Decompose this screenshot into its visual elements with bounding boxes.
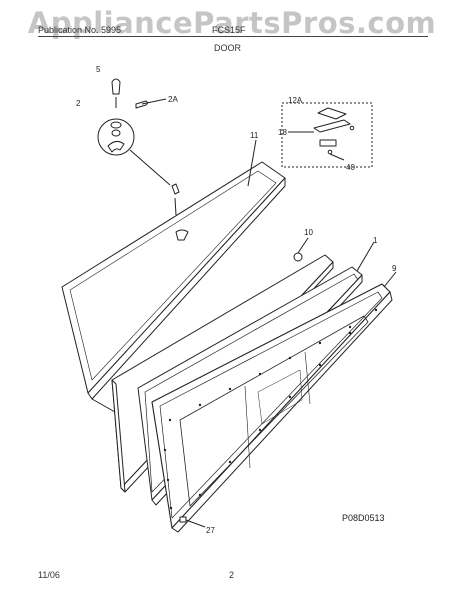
kit-12a-box <box>281 102 373 168</box>
callout-10: 10 <box>304 228 313 237</box>
callout-27: 27 <box>206 526 215 535</box>
callout-18: 18 <box>278 128 287 137</box>
callout-12a: 12A <box>288 96 303 105</box>
callout-9: 9 <box>392 264 397 273</box>
part-27-screw <box>179 516 187 523</box>
drawing-code: P08D0513 <box>342 513 385 523</box>
callout-5: 5 <box>96 65 101 74</box>
model-label: FCS15F <box>212 25 246 35</box>
part-10-bumper <box>293 252 303 262</box>
callout-1: 1 <box>373 236 378 245</box>
callout-2a: 2A <box>168 95 178 104</box>
callout-11: 11 <box>250 131 259 140</box>
inner-door-panels <box>179 315 369 507</box>
callout-40: 40 <box>346 163 355 172</box>
section-title: DOOR <box>214 43 241 53</box>
footer-page-number: 2 <box>229 570 235 580</box>
watermark-logo: AppliancePartsPros.com <box>27 6 437 40</box>
header-rule <box>38 36 428 37</box>
publication-label: Publication No. 5995 <box>38 25 122 35</box>
callout-2: 2 <box>76 99 81 108</box>
footer-date: 11/06 <box>38 570 60 580</box>
hinge-assembly <box>97 78 189 241</box>
